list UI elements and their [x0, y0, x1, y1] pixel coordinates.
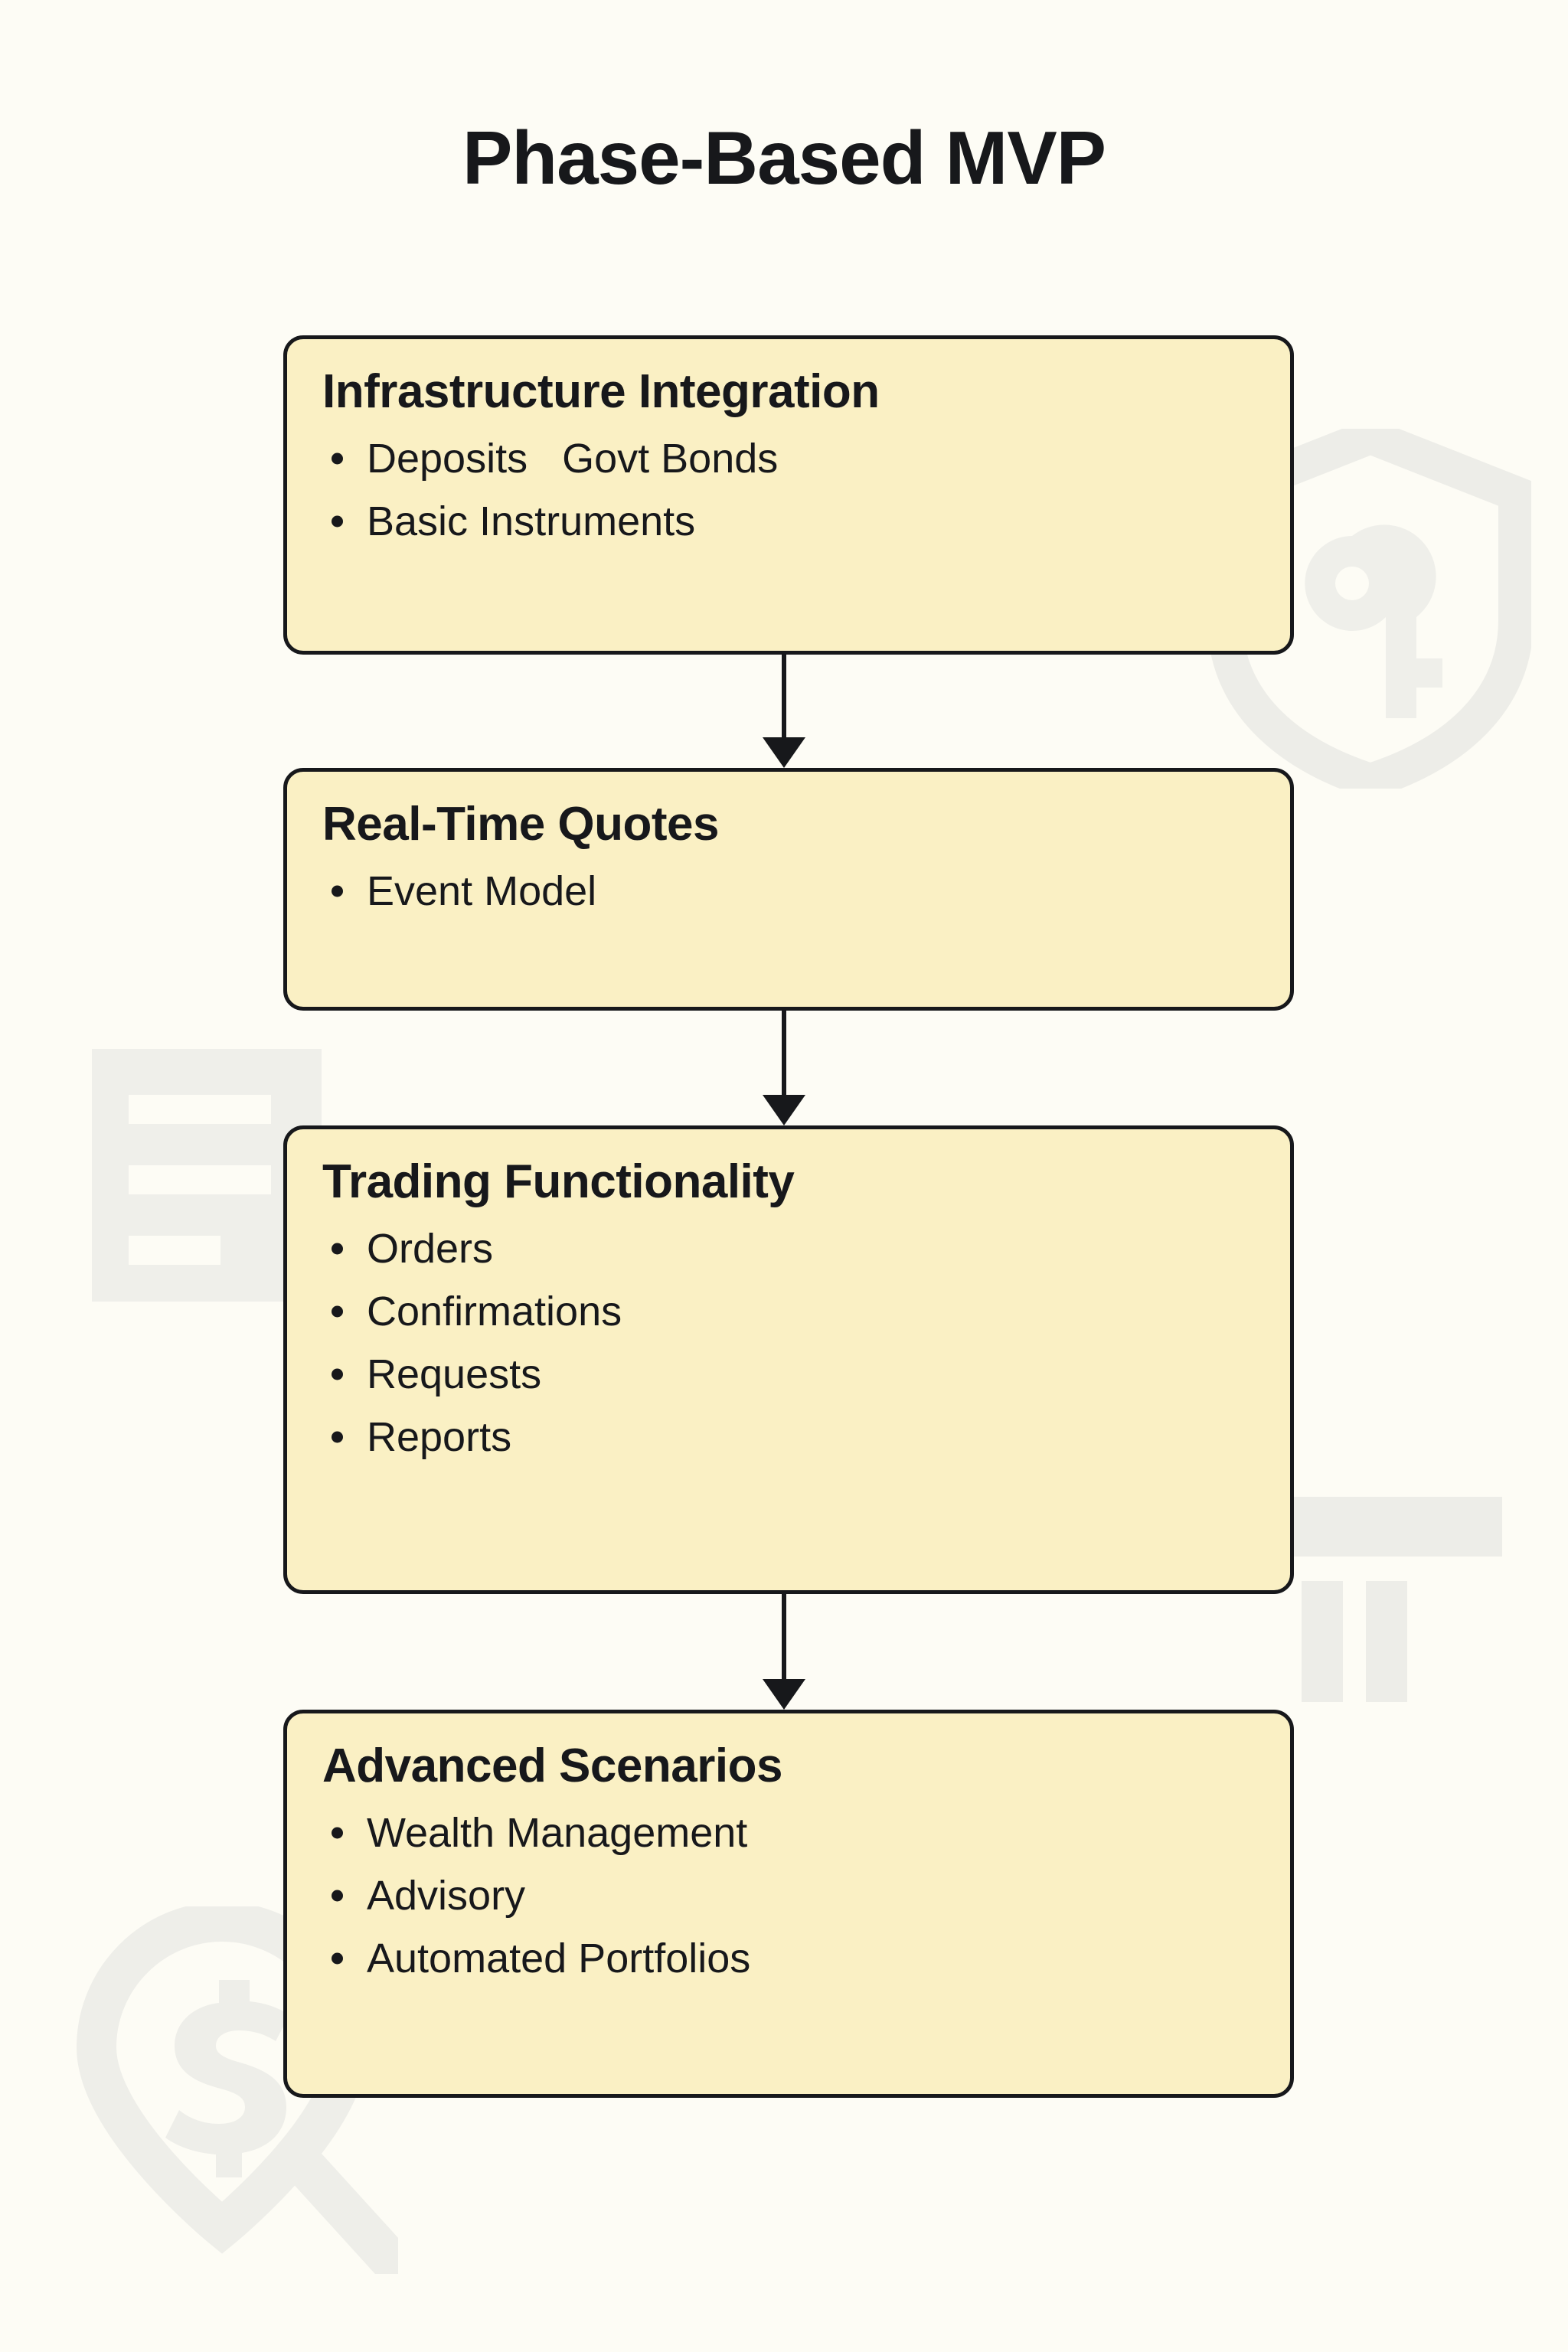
node-item-list: Deposits Govt Bonds Basic Instruments — [322, 438, 1255, 542]
bullet-dot — [332, 1890, 343, 1902]
node-title: Advanced Scenarios — [322, 1740, 782, 1792]
node-title: Real-Time Quotes — [322, 798, 720, 851]
list-item-label: Requests — [367, 1351, 542, 1398]
bullet-dot — [332, 452, 343, 465]
arrow-shaft — [782, 655, 786, 737]
list-item-label: Basic Instruments — [367, 498, 696, 545]
list-item: Basic Instruments — [322, 501, 1255, 542]
node-item-list: Wealth Management Advisory Automated Por… — [322, 1812, 1255, 1979]
list-item: Wealth Management — [322, 1812, 1255, 1854]
list-item-label: Deposits Govt Bonds — [367, 436, 779, 482]
arrow-connector-1 — [761, 655, 807, 768]
phase-node-advanced-scenarios[interactable]: Advanced Scenarios Wealth Management Adv… — [283, 1710, 1294, 2098]
bullet-dot — [332, 885, 343, 897]
bullet-dot — [332, 1431, 343, 1443]
list-item-label: Orders — [367, 1226, 494, 1272]
node-item-list: Orders Confirmations Requests Reports — [322, 1228, 1255, 1458]
arrow-connector-3 — [761, 1594, 807, 1710]
node-title: Infrastructure Integration — [322, 365, 880, 418]
phase-node-real-time-quotes[interactable]: Real-Time Quotes Event Model — [283, 768, 1294, 1011]
arrow-shaft — [782, 1594, 786, 1679]
bullet-dot — [332, 1243, 343, 1255]
page-title: Phase-Based MVP — [462, 116, 1106, 200]
arrow-head-icon — [763, 737, 805, 768]
arrow-head-icon — [763, 1095, 805, 1125]
list-item: Event Model — [322, 871, 1255, 912]
bullet-dot — [332, 515, 343, 528]
list-item: Deposits Govt Bonds — [322, 438, 1255, 479]
bullet-dot — [332, 1305, 343, 1318]
list-item: Automated Portfolios — [322, 1938, 1255, 1979]
list-item-label: Automated Portfolios — [367, 1936, 751, 1982]
arrow-shaft — [782, 1011, 786, 1095]
list-item: Confirmations — [322, 1291, 1255, 1332]
bullet-dot — [332, 1368, 343, 1380]
list-item-label: Event Model — [367, 868, 597, 915]
list-item-label: Wealth Management — [367, 1810, 748, 1857]
phase-node-infrastructure-integration[interactable]: Infrastructure Integration Deposits Govt… — [283, 335, 1294, 655]
list-item: Reports — [322, 1416, 1255, 1458]
list-item-label: Reports — [367, 1414, 512, 1461]
bullet-dot — [332, 1952, 343, 1965]
node-title: Trading Functionality — [322, 1155, 795, 1208]
arrow-connector-2 — [761, 1011, 807, 1125]
list-item: Requests — [322, 1354, 1255, 1395]
bullet-dot — [332, 1827, 343, 1839]
list-item-label: Advisory — [367, 1873, 526, 1919]
list-item: Advisory — [322, 1875, 1255, 1916]
list-item-label: Confirmations — [367, 1289, 622, 1335]
phase-node-trading-functionality[interactable]: Trading Functionality Orders Confirmatio… — [283, 1125, 1294, 1594]
list-item: Orders — [322, 1228, 1255, 1269]
node-item-list: Event Model — [322, 871, 1255, 912]
arrow-head-icon — [763, 1679, 805, 1710]
